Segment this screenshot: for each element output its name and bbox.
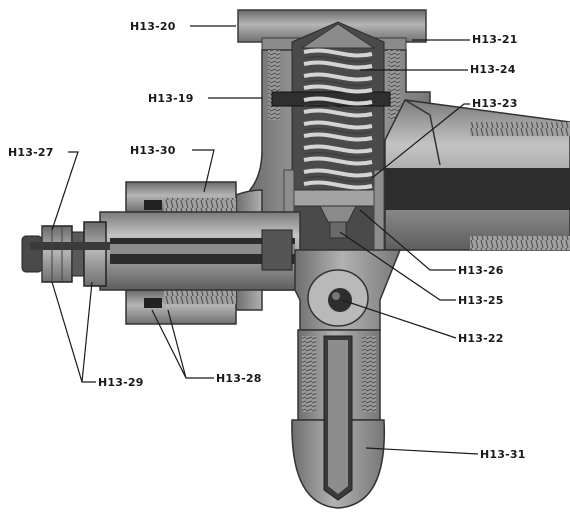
- callout-h13-30: H13-30: [130, 144, 176, 157]
- callout-h13-25: H13-25: [458, 294, 504, 307]
- outlet-pipe: [384, 99, 570, 251]
- disc-h13-26: [291, 189, 385, 207]
- ball-h13-22: [328, 288, 352, 312]
- callout-h13-29: H13-29: [98, 376, 144, 389]
- drain-h13-31: [291, 329, 386, 509]
- callout-h13-21: H13-21: [472, 33, 518, 46]
- callout-h13-23: H13-23: [472, 97, 518, 110]
- callout-h13-20: H13-20: [130, 20, 176, 33]
- callout-h13-27: H13-27: [8, 146, 54, 159]
- callout-h13-28: H13-28: [216, 372, 262, 385]
- stem-h13-25: [329, 221, 347, 239]
- callout-h13-22: H13-22: [458, 332, 504, 345]
- callout-h13-26: H13-26: [458, 264, 504, 277]
- callout-h13-19: H13-19: [148, 92, 194, 105]
- adjusting-screw-h13-27: [21, 221, 110, 287]
- callout-h13-31: H13-31: [480, 448, 526, 461]
- callout-h13-24: H13-24: [470, 63, 516, 76]
- spring-h13-24: [303, 48, 373, 190]
- left-branch: [99, 181, 301, 325]
- leader-lines: [51, 25, 479, 455]
